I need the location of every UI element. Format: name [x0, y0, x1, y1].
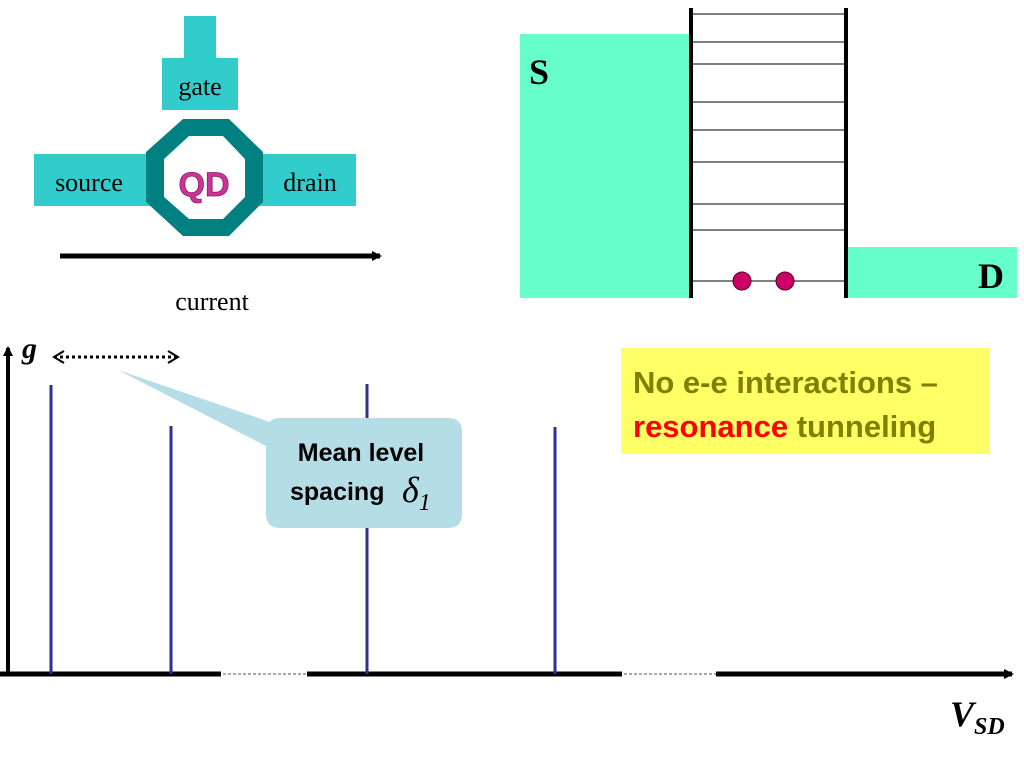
energy-diagram: S D: [520, 8, 1017, 298]
delta-symbol: δ1: [402, 470, 431, 516]
callout-line2: spacing: [290, 478, 384, 506]
qd-label: QD: [179, 166, 230, 204]
gate-stem: [184, 16, 216, 62]
drain-electrode: [258, 154, 356, 206]
delta-subscript: 1: [419, 490, 431, 516]
drain-reservoir: [847, 247, 1017, 298]
dot-energy-levels: [692, 13, 846, 282]
delta-main: δ: [402, 470, 420, 510]
quantum-dot-inner: [164, 136, 245, 219]
x-axis-label: VSD: [950, 694, 1005, 740]
gate-electrode: [162, 58, 238, 110]
callout-bubble: [118, 370, 462, 528]
source-label: source: [55, 168, 123, 197]
mean-level-spacing-callout: Mean level spacing δ1: [118, 370, 462, 528]
y-axis-label: g: [21, 332, 37, 365]
source-electrode: [34, 154, 152, 206]
note-line1: No e-e interactions –: [633, 365, 938, 400]
source-reservoir-label: S: [529, 52, 549, 92]
electron: [732, 271, 752, 291]
gate-label: gate: [178, 72, 221, 101]
drain-reservoir-label: D: [978, 256, 1004, 296]
x-axis-label-main: V: [950, 694, 977, 734]
callout-line1: Mean level: [298, 439, 424, 467]
no-interaction-note: No e-e interactions – resonance tunnelin…: [621, 348, 990, 454]
note-highlight: resonance: [633, 409, 788, 444]
drain-label: drain: [283, 168, 336, 197]
note-rest: tunneling: [788, 409, 936, 444]
x-axis-label-sub: SD: [974, 714, 1005, 740]
device-schematic: gate source drain QD current: [34, 16, 382, 316]
electron: [775, 271, 795, 291]
current-label: current: [175, 287, 249, 316]
note-background: [621, 348, 990, 454]
source-reservoir: [520, 34, 690, 298]
note-line2: resonance tunneling: [633, 409, 936, 444]
